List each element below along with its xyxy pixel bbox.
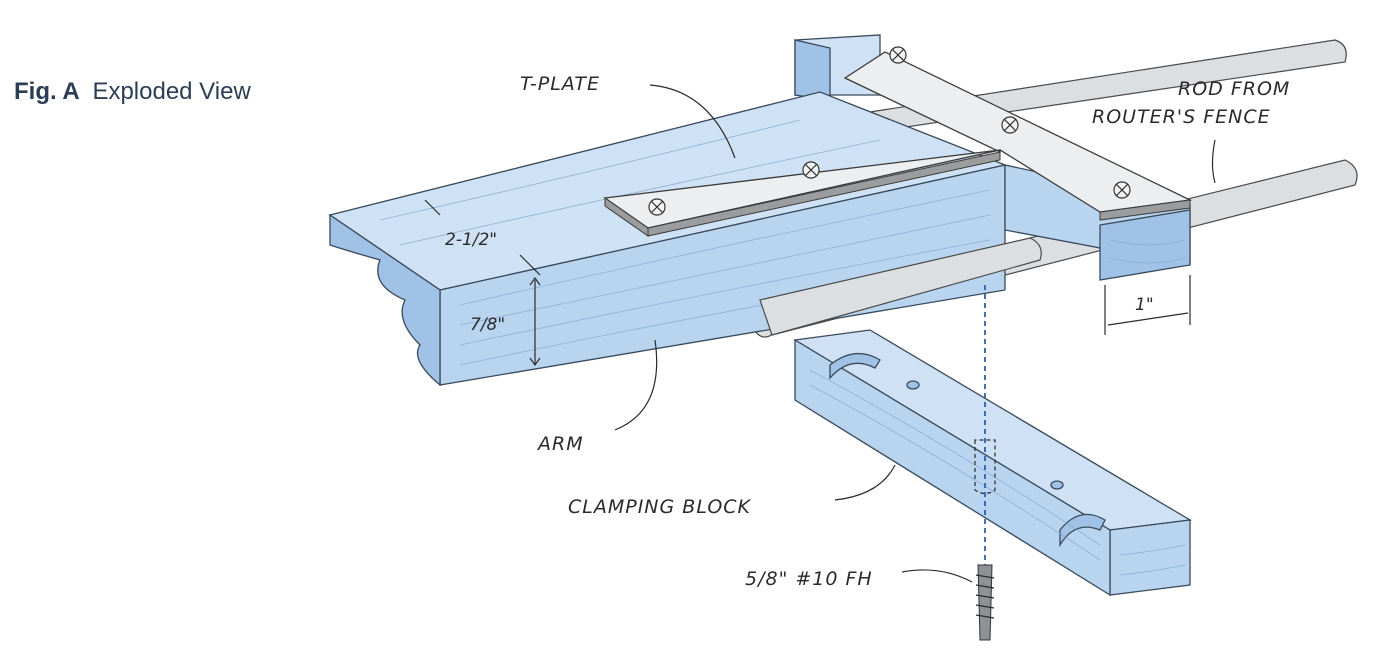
dimension-arm-width: 2-1/2"	[424, 199, 541, 276]
callout-screw: 5/8" #10 FH	[745, 568, 973, 590]
plate-screw-5	[1113, 181, 1131, 199]
figure-caption: Exploded View	[92, 78, 251, 105]
callout-rod-line2: ROUTER'S FENCE	[1092, 106, 1271, 128]
plate-screw-1	[648, 198, 666, 216]
callout-clamping-block: CLAMPING BLOCK	[568, 464, 896, 518]
callout-screw-label: 5/8" #10 FH	[745, 568, 873, 590]
wood-screw	[975, 564, 995, 641]
callout-t-plate-label: T-PLATE	[520, 73, 600, 95]
t-plate	[603, 46, 1193, 237]
arm	[328, 91, 1008, 387]
plate-screw-4	[1001, 116, 1019, 134]
dimension-block-width-label: 1"	[1135, 295, 1154, 315]
dimension-arm-width-label: 2-1/2"	[445, 230, 497, 250]
figure-title: Fig. A Exploded View	[14, 78, 251, 106]
dimension-arm-thickness-label: 7/8"	[470, 315, 505, 335]
callout-t-plate: T-PLATE	[520, 73, 736, 159]
dimension-arm-thickness: 7/8"	[470, 276, 541, 367]
figure-label: Fig. A	[14, 78, 80, 105]
callout-rod-line1: ROD FROM	[1178, 78, 1290, 100]
callout-arm-label: ARM	[536, 433, 584, 455]
callout-rod: ROD FROM ROUTER'S FENCE	[1092, 78, 1290, 184]
callout-clamping-block-label: CLAMPING BLOCK	[568, 496, 752, 518]
clamping-block	[793, 329, 1192, 597]
rod-through-arm	[759, 237, 1042, 336]
dimension-block-width: 1"	[1104, 275, 1191, 335]
plate-screw-2	[802, 161, 820, 179]
callout-arm: ARM	[536, 339, 658, 455]
right-block	[1004, 164, 1191, 281]
plate-screw-3	[889, 46, 907, 64]
